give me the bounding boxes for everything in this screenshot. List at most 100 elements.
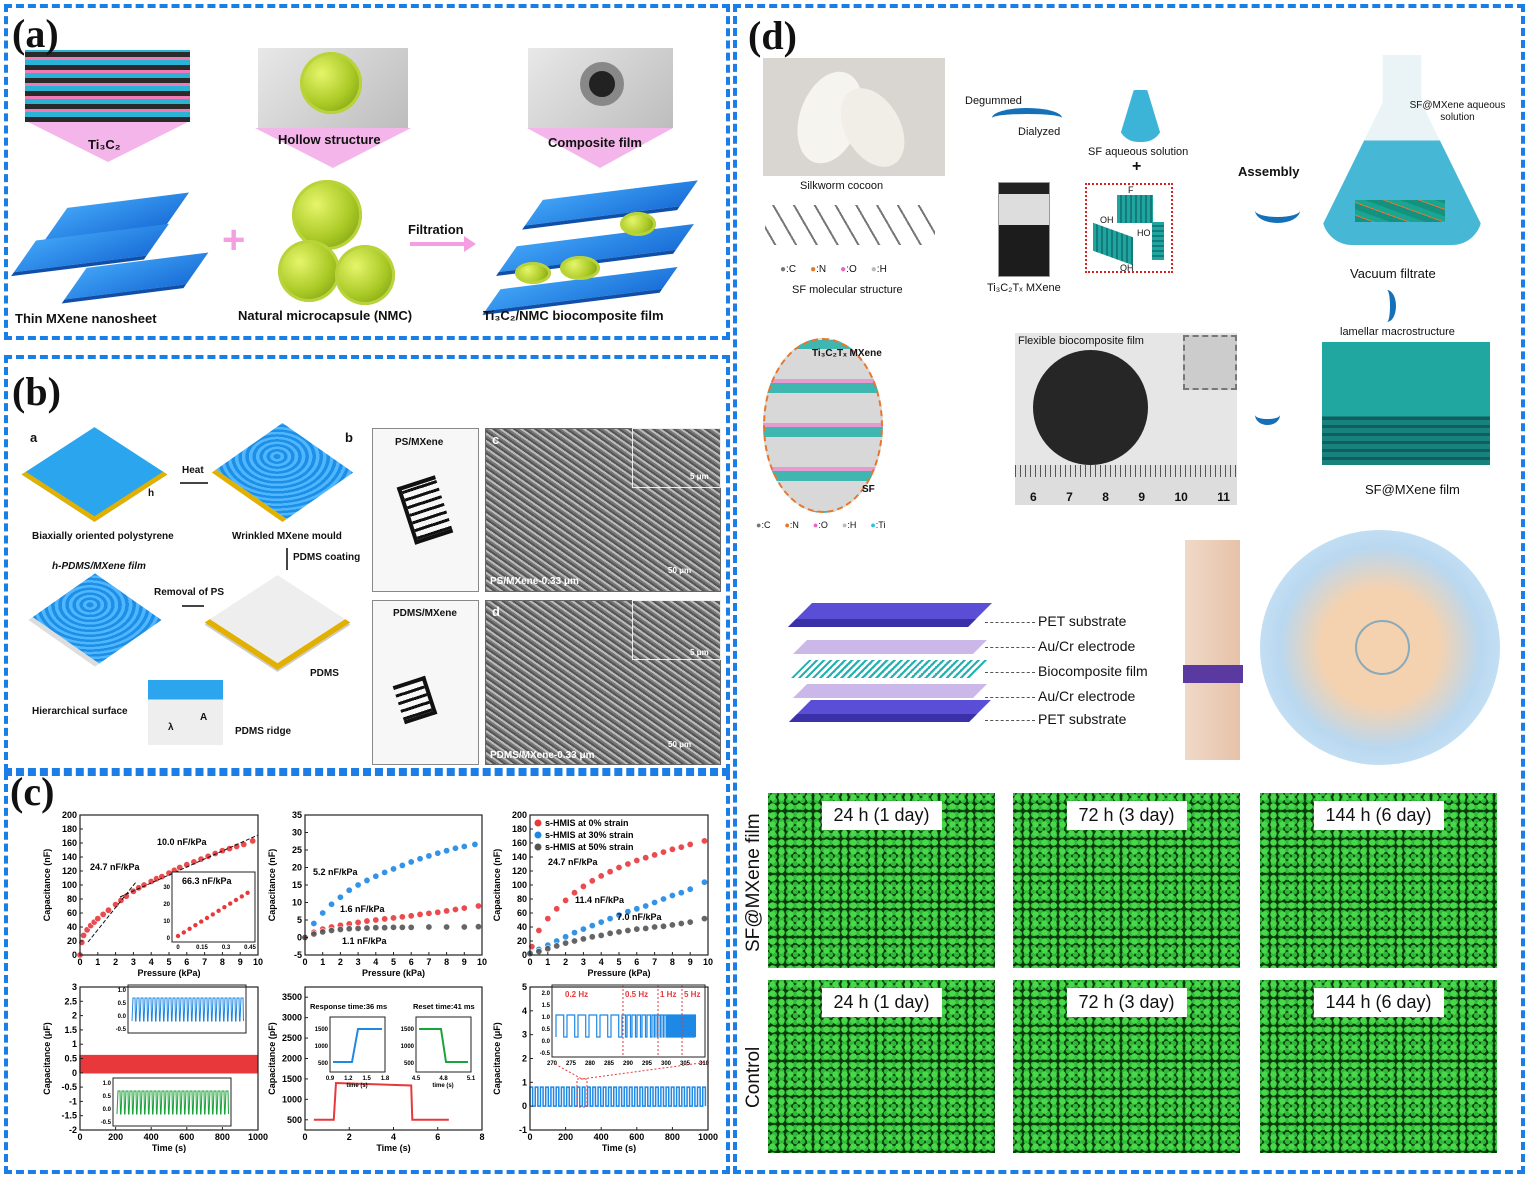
x-tick-label: 6: [409, 957, 414, 967]
mxene-layer-image: [25, 50, 190, 122]
heat-arrow: [180, 482, 208, 484]
data-point: [336, 925, 344, 933]
inset-tick: 4.5: [412, 1076, 421, 1082]
y-tick-label: 140: [512, 852, 527, 862]
inset-tick: 0.3: [222, 945, 231, 951]
y-tick-label: -5: [294, 950, 302, 960]
data-point: [319, 909, 327, 917]
inset-tick: 5.1: [467, 1076, 476, 1082]
inset-tick: 30: [163, 885, 170, 891]
data-point: [659, 922, 667, 930]
inset-frame: [329, 1016, 386, 1073]
data-point: [700, 878, 708, 886]
y-tick-label: 4: [522, 1006, 527, 1016]
panel-a: [4, 4, 730, 340]
data-point: [686, 840, 694, 848]
data-point: [389, 865, 397, 873]
y-tick-label: 200: [512, 810, 527, 820]
electrode-bottom: [793, 684, 987, 698]
down-curved-arrow: [1378, 290, 1396, 322]
y-tick-label: 0: [522, 950, 527, 960]
y-tick-label: 30: [292, 828, 302, 838]
y-tick-label: 3: [522, 1030, 527, 1040]
data-point: [363, 876, 371, 884]
ps-mxene-photo: [372, 428, 479, 592]
data-point: [535, 927, 543, 935]
y-axis-label: Capacitance (nF): [492, 849, 502, 922]
data-point: [425, 923, 433, 931]
inset-tick: 0: [176, 945, 180, 951]
inset-tick: 0.0: [542, 1039, 551, 1045]
data-point: [443, 907, 451, 915]
panel-b: [4, 355, 730, 772]
data-point: [615, 911, 623, 919]
data-point: [104, 906, 112, 914]
data-point: [570, 889, 578, 897]
y-tick-label: -2: [69, 1125, 77, 1135]
dialyzed-label: Dialyzed: [1018, 126, 1061, 138]
amplitude-label: A: [200, 712, 208, 723]
scale-50-d: 50 μm: [668, 740, 692, 749]
left-curved-arrow: [1255, 405, 1280, 425]
y-tick-label: 100: [62, 880, 77, 890]
x-tick-label: 400: [144, 1132, 159, 1142]
stack-label: PET substrate: [1038, 613, 1127, 629]
biocomposite-layer: [791, 660, 989, 678]
microcapsule: [335, 245, 395, 305]
x-tick-label: 3: [581, 957, 586, 967]
data-point: [363, 917, 371, 925]
wristband: [1183, 665, 1243, 683]
inset-tick: 1.0: [103, 1081, 112, 1087]
data-point: [544, 915, 552, 923]
slope-annotation: 5.2 nF/kPa: [313, 867, 359, 877]
data-point: [544, 945, 552, 953]
data-point: [354, 881, 362, 889]
inset-tick: 0.45: [244, 945, 256, 951]
slope-annotation: 24.7 nF/kPa: [90, 862, 141, 872]
y-tick-label: 80: [517, 894, 527, 904]
x-tick-label: 8: [670, 957, 675, 967]
x-tick-label: 10: [253, 957, 263, 967]
pdms-mxene-label: PDMS/MXene: [393, 608, 457, 619]
stack-label: Biocomposite film: [1038, 663, 1148, 679]
frequency-label: 5 Hz: [684, 990, 700, 999]
data-point: [651, 923, 659, 931]
ruler-tick: 7: [1066, 490, 1073, 504]
y-tick-label: 1.5: [64, 1025, 77, 1035]
fluorescence-image: 144 h (6 day): [1260, 793, 1497, 968]
data-point: [570, 937, 578, 945]
inset-tick: 0.0: [118, 1014, 127, 1020]
scale-5-d: 5 μm: [690, 648, 709, 657]
atom-legend-2: ●:C●:N●:O●:H●:Ti: [756, 520, 899, 530]
ps-mxene-label: PS/MXene: [395, 437, 444, 448]
data-point: [460, 923, 468, 931]
inset-tick: 1.5: [542, 1003, 551, 1009]
x-tick-label: 4: [373, 957, 378, 967]
hollow-structure-label: Hollow structure: [278, 132, 381, 147]
hierarchical-label: Hierarchical surface: [32, 706, 128, 717]
x-tick-label: 8: [220, 957, 225, 967]
x-tick-label: 9: [462, 957, 467, 967]
y-tick-label: 0: [522, 1101, 527, 1111]
time-label: 24 h (1 day): [821, 988, 942, 1017]
mxene-vial: [998, 182, 1050, 277]
data-point: [319, 928, 327, 936]
y-tick-label: 2.5: [64, 996, 77, 1006]
fluorescence-image: 72 h (3 day): [1013, 793, 1240, 968]
microcapsule: [278, 240, 340, 302]
inset-tick: 0.5: [542, 1027, 551, 1033]
data-point: [642, 924, 650, 932]
x-tick-label: 0: [77, 957, 82, 967]
data-point: [471, 840, 479, 848]
inset-line: [116, 1090, 229, 1115]
inset-tick: 1.5: [362, 1076, 371, 1082]
fluorescence-image: 144 h (6 day): [1260, 980, 1497, 1153]
flexible-film-label: Flexible biocomposite film: [1018, 335, 1144, 347]
slope-annotation: 7.0 nF/kPa: [617, 912, 663, 922]
x-tick-label: 2: [563, 957, 568, 967]
x-tick-label: 200: [108, 1132, 123, 1142]
slope-annotation: 10.0 nF/kPa: [157, 837, 208, 847]
inset-point: [181, 930, 186, 935]
inset-tick: 275: [566, 1061, 577, 1067]
